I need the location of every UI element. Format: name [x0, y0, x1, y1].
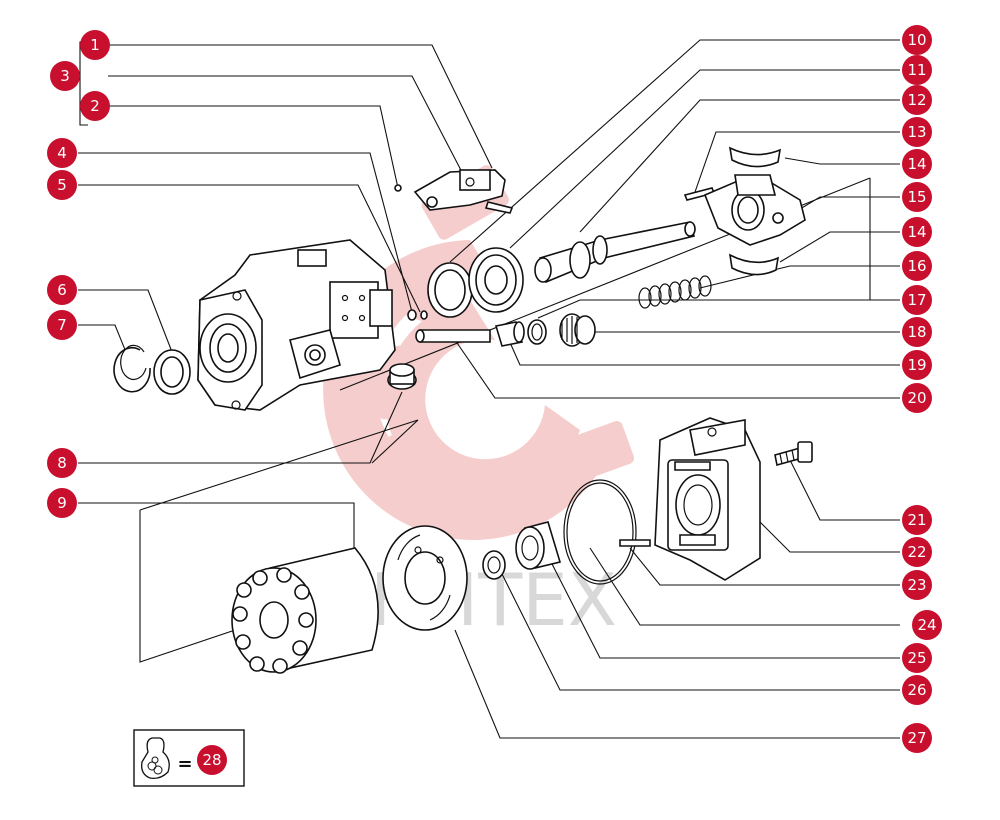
- part-badge-2: [80, 91, 110, 121]
- part-label-25: 25: [907, 649, 926, 667]
- part-badge-8: [47, 448, 77, 478]
- part-label-22: 22: [907, 543, 926, 561]
- part-label-11: 11: [907, 61, 926, 79]
- kit-legend: = 28: [133, 729, 245, 787]
- part-badge-13: [902, 117, 932, 147]
- part-label-5: 5: [57, 176, 67, 194]
- part-label-24: 24: [917, 616, 936, 634]
- equals-sign: =: [177, 754, 192, 775]
- part-badge-5: [47, 170, 77, 200]
- part-badge-19: [902, 350, 932, 380]
- part-badge-11: [902, 55, 932, 85]
- rear-bearing: [515, 521, 562, 570]
- control-valve: [394, 169, 514, 214]
- part-badge-22: [902, 537, 932, 567]
- part-label-26: 26: [907, 681, 926, 699]
- part-label-21: 21: [907, 511, 926, 529]
- part-badge-21: [902, 505, 932, 535]
- part-label-27: 27: [907, 729, 926, 747]
- part-badge-10: [902, 25, 932, 55]
- kit-number-label: 28: [202, 751, 221, 769]
- part-label-4: 4: [57, 144, 67, 162]
- part-label-19: 19: [907, 356, 926, 374]
- saddle-bearing-top: [728, 146, 782, 168]
- part-label-23: 23: [907, 576, 926, 594]
- part-label-2: 2: [90, 97, 100, 115]
- part-badge-27: [902, 723, 932, 753]
- part-badge-24: [912, 610, 942, 640]
- parts-bag-icon: [141, 737, 170, 780]
- part-label-badges: 1234567891011121314141516171819202122232…: [47, 25, 942, 753]
- part-badge-18: [902, 317, 932, 347]
- part-label-18: 18: [907, 323, 926, 341]
- part-badge-6: [47, 275, 77, 305]
- part-label-12: 12: [907, 91, 926, 109]
- saddle-bearing-bottom: [728, 253, 780, 276]
- part-label-8: 8: [57, 454, 67, 472]
- part-label-1: 1: [90, 36, 100, 54]
- shaft-seal: [153, 349, 191, 395]
- part-badge-7: [47, 310, 77, 340]
- kit-number-badge: [197, 745, 227, 775]
- seal-ring: [427, 262, 473, 318]
- dowel-pin: [619, 539, 651, 547]
- o-ring-small: [527, 319, 547, 345]
- port-cover: [654, 417, 761, 581]
- shaft-bearing: [468, 247, 524, 313]
- part-label-14b: 14: [907, 223, 926, 241]
- part-badge-3: [50, 61, 80, 91]
- swashplate: [703, 174, 806, 246]
- part-badge-16: [902, 251, 932, 281]
- spring: [638, 275, 712, 309]
- part-badge-12: [902, 85, 932, 115]
- part-badge-23: [902, 570, 932, 600]
- bearing-ring: [482, 550, 506, 580]
- part-label-7: 7: [57, 316, 67, 334]
- snap-ring: [113, 344, 151, 393]
- part-badge-1: [80, 30, 110, 60]
- valve-plate: [382, 525, 468, 631]
- plug-part: [387, 363, 417, 390]
- sleeve: [494, 321, 525, 347]
- part-label-13: 13: [907, 123, 926, 141]
- part-badge-9: [47, 488, 77, 518]
- part-label-17: 17: [907, 291, 926, 309]
- part-badge-14a: [902, 149, 932, 179]
- part-label-10: 10: [907, 31, 926, 49]
- part-badge-15: [902, 182, 932, 212]
- rod: [415, 329, 491, 343]
- o-ring-large: [563, 479, 637, 585]
- part-label-20: 20: [907, 389, 926, 407]
- part-label-9: 9: [57, 494, 67, 512]
- pump-housing: [197, 239, 396, 411]
- part-label-15: 15: [907, 188, 926, 206]
- small-pins: [407, 309, 428, 321]
- part-badge-20: [902, 383, 932, 413]
- part-label-16: 16: [907, 257, 926, 275]
- part-label-3: 3: [60, 67, 70, 85]
- part-badge-26: [902, 675, 932, 705]
- cover-bolt: [774, 441, 813, 467]
- part-badge-25: [902, 643, 932, 673]
- part-label-14a: 14: [907, 155, 926, 173]
- cylinder-block: [231, 547, 379, 674]
- part-label-6: 6: [57, 281, 67, 299]
- drive-shaft: [534, 221, 696, 284]
- part-badge-17: [902, 285, 932, 315]
- part-badge-4: [47, 138, 77, 168]
- threaded-plug: [559, 313, 596, 347]
- part-badge-14b: [902, 217, 932, 247]
